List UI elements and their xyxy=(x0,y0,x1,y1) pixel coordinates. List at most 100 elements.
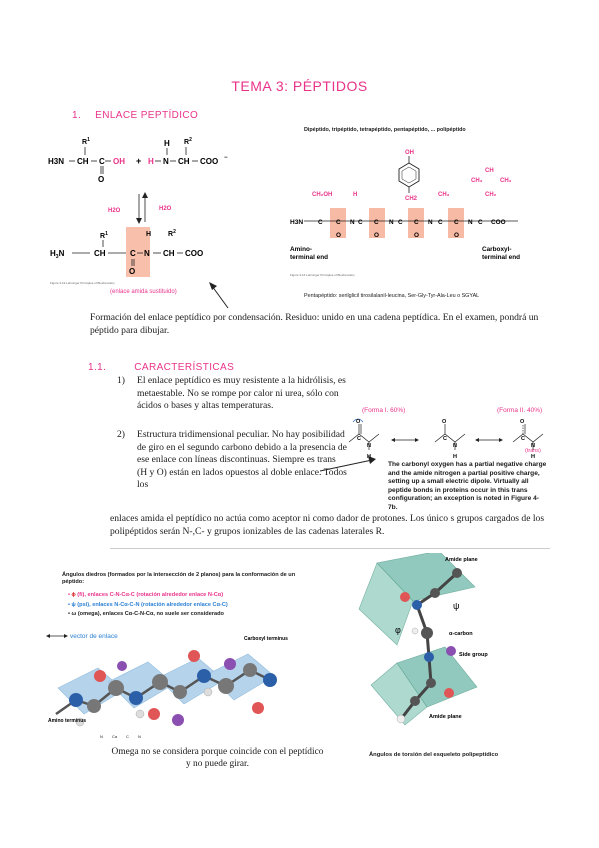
section-title: CARACTERÍSTICAS xyxy=(134,362,235,373)
svg-text:R2: R2 xyxy=(168,229,176,238)
svg-text:H: H xyxy=(367,454,371,460)
dihedral-list: • ɸ (fi), enlaces C-N-Cα-C (rotación alr… xyxy=(68,591,308,620)
phi-item: • ɸ (fi), enlaces C-N-Cα-C (rotación alr… xyxy=(68,592,224,598)
svg-text:CH: CH xyxy=(485,168,494,174)
svg-text:O: O xyxy=(454,232,459,239)
svg-text:C: C xyxy=(438,219,443,226)
pentapeptide-source-caption: Figure 3-16 Lehninger Principles of Bioc… xyxy=(290,273,355,277)
resonance-explanation: The carbonyl oxygen has a partial negati… xyxy=(388,461,547,511)
product-coo-label: COO xyxy=(185,249,203,258)
amino-terminus-label: Amino terminus xyxy=(48,718,86,724)
section-number: 1.1. xyxy=(88,362,107,373)
form2-label: (Forma II. 40%) xyxy=(497,407,543,414)
n-label: N xyxy=(163,157,169,166)
ch-label: CH xyxy=(77,157,89,166)
trans-label: (trans) xyxy=(525,448,541,454)
r2-label: R2 xyxy=(184,137,192,146)
torsion-caption: Ángulos de torsión del esqueleto polipep… xyxy=(369,752,499,758)
carboxyl-terminal-label: Carboxyl-terminal end xyxy=(482,246,520,261)
svg-text:CH₃: CH₃ xyxy=(471,178,483,184)
h3n-label: H3N xyxy=(48,157,64,166)
divider xyxy=(110,548,550,549)
omega-item: • ω (omega), enlaces Cα-C-N-Cα, no suele… xyxy=(68,611,224,618)
svg-text:H: H xyxy=(453,454,457,460)
side-group-label: Side group xyxy=(459,652,488,658)
svg-text:Cα: Cα xyxy=(112,734,118,739)
section-heading-caracteristicas: 1.1. CARACTERÍSTICAS xyxy=(88,362,234,373)
svg-text:C: C xyxy=(521,436,525,442)
phi-symbol: φ xyxy=(395,625,401,635)
svg-text:C: C xyxy=(358,219,363,226)
amide-caption: (enlace amida sustituido) xyxy=(110,289,177,295)
amino-terminal-label: Amino-terminal end xyxy=(290,246,328,261)
svg-text:O: O xyxy=(520,419,525,425)
h-top-label: H xyxy=(164,139,170,148)
water-label-left: H2O xyxy=(108,208,121,214)
svg-text:CH₃: CH₃ xyxy=(438,192,450,198)
svg-text:N: N xyxy=(468,219,473,226)
reaction-source-caption: Figure 3-19 Lehninger Principles of Bioc… xyxy=(50,281,115,285)
section-title: ENLACE PEPTÍDICO xyxy=(95,110,199,121)
page-title: TEMA 3: PÉPTIDOS xyxy=(231,78,368,94)
svg-text:C: C xyxy=(318,219,323,226)
amide-plane-top-label: Amide plane xyxy=(445,557,478,563)
section-heading-enlace: 1. ENLACE PEPTÍDICO xyxy=(72,110,198,121)
alpha-carbon-label: α-carbon xyxy=(449,631,473,637)
peptide-bond-reaction-figure: R1 H3N CH C OH O + H N H CH R2 COO − H2O… xyxy=(48,137,228,295)
svg-text:N: N xyxy=(144,249,150,258)
svg-text:CH₂: CH₂ xyxy=(485,192,497,198)
svg-text:N: N xyxy=(531,443,535,449)
bond-vector-label: vector de enlace xyxy=(70,633,118,640)
o-label: O xyxy=(98,175,104,184)
paragraph-peptide-formation: Formación del enlace peptídico por conde… xyxy=(90,312,539,336)
svg-text:C: C xyxy=(374,219,379,226)
plus-sign: + xyxy=(136,156,141,166)
pentapeptide-caption: Pentapéptido: serilglicil tirosilalanil-… xyxy=(304,293,480,299)
svg-text:H: H xyxy=(353,192,357,198)
torsion-figure: Amide plane α-carbon Side group Amide pl… xyxy=(358,553,488,726)
svg-text:N: N xyxy=(428,219,433,226)
svg-text:C: C xyxy=(398,219,403,226)
coo-label: COO xyxy=(200,157,218,166)
omega-caption: Omega no se considera porque coincide co… xyxy=(111,747,324,770)
carboxyl-terminus-label: Carboxyl terminus xyxy=(244,636,288,642)
svg-text:H3N: H3N xyxy=(50,249,65,260)
svg-text:R1: R1 xyxy=(100,231,108,240)
svg-text:C: C xyxy=(336,219,341,226)
svg-text:N: N xyxy=(100,734,103,739)
svg-text:O: O xyxy=(336,232,341,239)
svg-text:N: N xyxy=(350,219,355,226)
svg-text:C: C xyxy=(454,219,459,226)
pentapeptide-header: Dipéptido, tripéptido, tetrapéptido, pen… xyxy=(304,127,466,133)
svg-text:O: O xyxy=(129,267,135,276)
svg-text:H: H xyxy=(531,454,535,460)
svg-text:N: N xyxy=(367,443,371,449)
h-label: H xyxy=(148,157,154,166)
list-item: 2) Estructura tridimensional peculiar. N… xyxy=(117,429,347,491)
oh-label: OH xyxy=(113,157,125,166)
pentapeptide-figure: OH CH2 CH₂OH H CH₃ CH₃ CH₃ CH CH₂ H3N C … xyxy=(290,150,520,277)
svg-text:N: N xyxy=(453,443,457,449)
coo-pent: COO xyxy=(491,219,506,226)
pointer-arrow-2 xyxy=(319,456,376,472)
ch2-tyr: CH2 xyxy=(405,196,418,202)
pointer-arrow xyxy=(209,282,229,309)
svg-text:C: C xyxy=(126,734,129,739)
psi-item: • ψ (psi), enlaces N-Cα-C-N (rotación al… xyxy=(68,601,228,608)
paragraph-charged-groups: enlaces amida el peptídico no actúa como… xyxy=(110,513,545,537)
amide-plane-bottom-label: Amide plane xyxy=(429,714,462,720)
svg-text:H: H xyxy=(146,231,151,238)
svg-text:O: O xyxy=(414,232,419,239)
svg-text:O: O xyxy=(442,419,447,425)
c-label: C xyxy=(99,157,105,166)
svg-text:CH: CH xyxy=(163,249,175,258)
h3n-pent: H3N xyxy=(290,219,303,226)
list-item: 1) El enlace peptídico es muy resistente… xyxy=(117,375,346,412)
svg-text:C: C xyxy=(414,219,419,226)
svg-text:O: O xyxy=(374,232,379,239)
section-number: 1. xyxy=(72,110,82,121)
svg-text:C: C xyxy=(357,436,361,442)
ch2-label: CH xyxy=(178,157,190,166)
svg-text:−: − xyxy=(224,155,228,161)
psi-symbol: ψ xyxy=(453,601,459,611)
